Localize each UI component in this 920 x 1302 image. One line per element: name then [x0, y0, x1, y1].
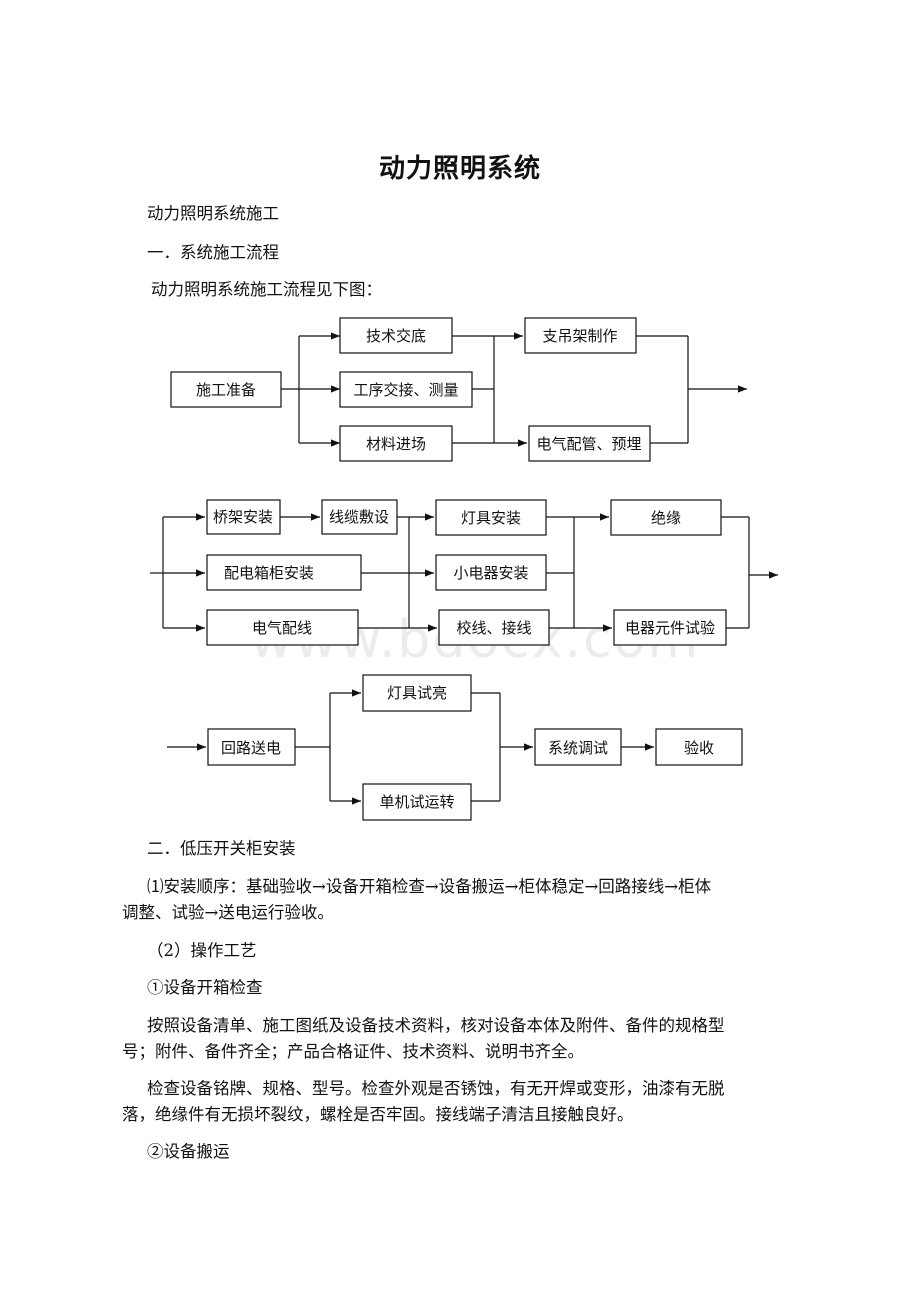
node-box: [438, 609, 550, 646]
subheading: （2）操作工艺: [147, 941, 257, 960]
node-box: [339, 371, 473, 408]
node-box: [655, 728, 743, 766]
page-title: 动力照明系统: [378, 154, 541, 184]
node-box: [321, 499, 398, 535]
subheading: ①设备开箱检查: [147, 978, 263, 997]
node-label: 小电器安装: [453, 564, 528, 582]
node-box: [613, 609, 727, 646]
node-box: [534, 728, 622, 766]
node-label: 灯具试亮: [387, 684, 447, 702]
node-label: 系统调试: [548, 739, 608, 757]
flowchart: 施工准备 技术交底 工序交接、测量 材料进场 支吊架制作 电气配管、预埋 桥架安…: [150, 317, 778, 821]
node-box: [610, 499, 722, 536]
node-label: 绝缘: [651, 509, 681, 527]
node-box: [524, 317, 637, 354]
subheading: ②设备搬运: [147, 1142, 230, 1161]
section-heading-2: 二．低压开关柜安装: [147, 839, 296, 858]
paragraph-line: 按照设备清单、施工图纸及设备技术资料，核对设备本体及附件、备件的规格型: [147, 1016, 725, 1035]
node-box: [362, 674, 472, 712]
node-label: 材料进场: [366, 435, 426, 453]
node-label: 单机试运转: [379, 793, 454, 811]
node-label: 电气配管、预埋: [536, 435, 641, 453]
node-label: 桥架安装: [213, 508, 273, 526]
node-label: 技术交底: [366, 327, 426, 345]
node-label: 电气配线: [252, 619, 312, 637]
paragraph-line: 检查设备铭牌、规格、型号。检查外观是否锈蚀，有无开焊或变形，油漆有无脱: [147, 1079, 725, 1098]
node-box: [206, 609, 359, 646]
node-box: [362, 783, 472, 821]
node-label: 电器元件试验: [625, 619, 715, 637]
node-box: [339, 425, 453, 462]
node-label: 灯具安装: [461, 509, 521, 527]
node-label: 配电箱柜安装: [224, 564, 314, 582]
section-heading-1: 一．系统施工流程: [147, 243, 279, 262]
subtitle: 动力照明系统施工: [147, 204, 279, 223]
paragraph-line: ⑴安装顺序：基础验收→设备开箱检查→设备搬运→柜体稳定→回路接线→柜体: [147, 877, 712, 896]
node-box: [207, 728, 296, 766]
node-box: [435, 554, 547, 591]
node-box: [528, 425, 651, 462]
node-box: [435, 499, 547, 536]
node-label: 校线、接线: [456, 619, 531, 637]
paragraph-line: 调整、试验→送电运行验收。: [122, 903, 334, 922]
paragraph-line: 号；附件、备件齐全；产品合格证件、技术资料、说明书齐全。: [122, 1042, 584, 1061]
node-label: 验收: [684, 739, 714, 757]
node-label: 施工准备: [196, 381, 256, 399]
node-box: [170, 371, 282, 408]
node-label: 线缆敷设: [329, 508, 389, 526]
node-box: [206, 499, 281, 535]
paragraph-line: 落，绝缘件有无损坏裂纹，螺栓是否牢固。接线端子清洁且接触良好。: [122, 1105, 634, 1124]
node-label: 回路送电: [221, 739, 281, 757]
node-box: [206, 554, 362, 591]
flow-intro: 动力照明系统施工流程见下图：: [151, 280, 382, 299]
node-label: 工序交接、测量: [353, 381, 458, 399]
node-label: 支吊架制作: [542, 327, 617, 345]
node-box: [339, 317, 453, 354]
